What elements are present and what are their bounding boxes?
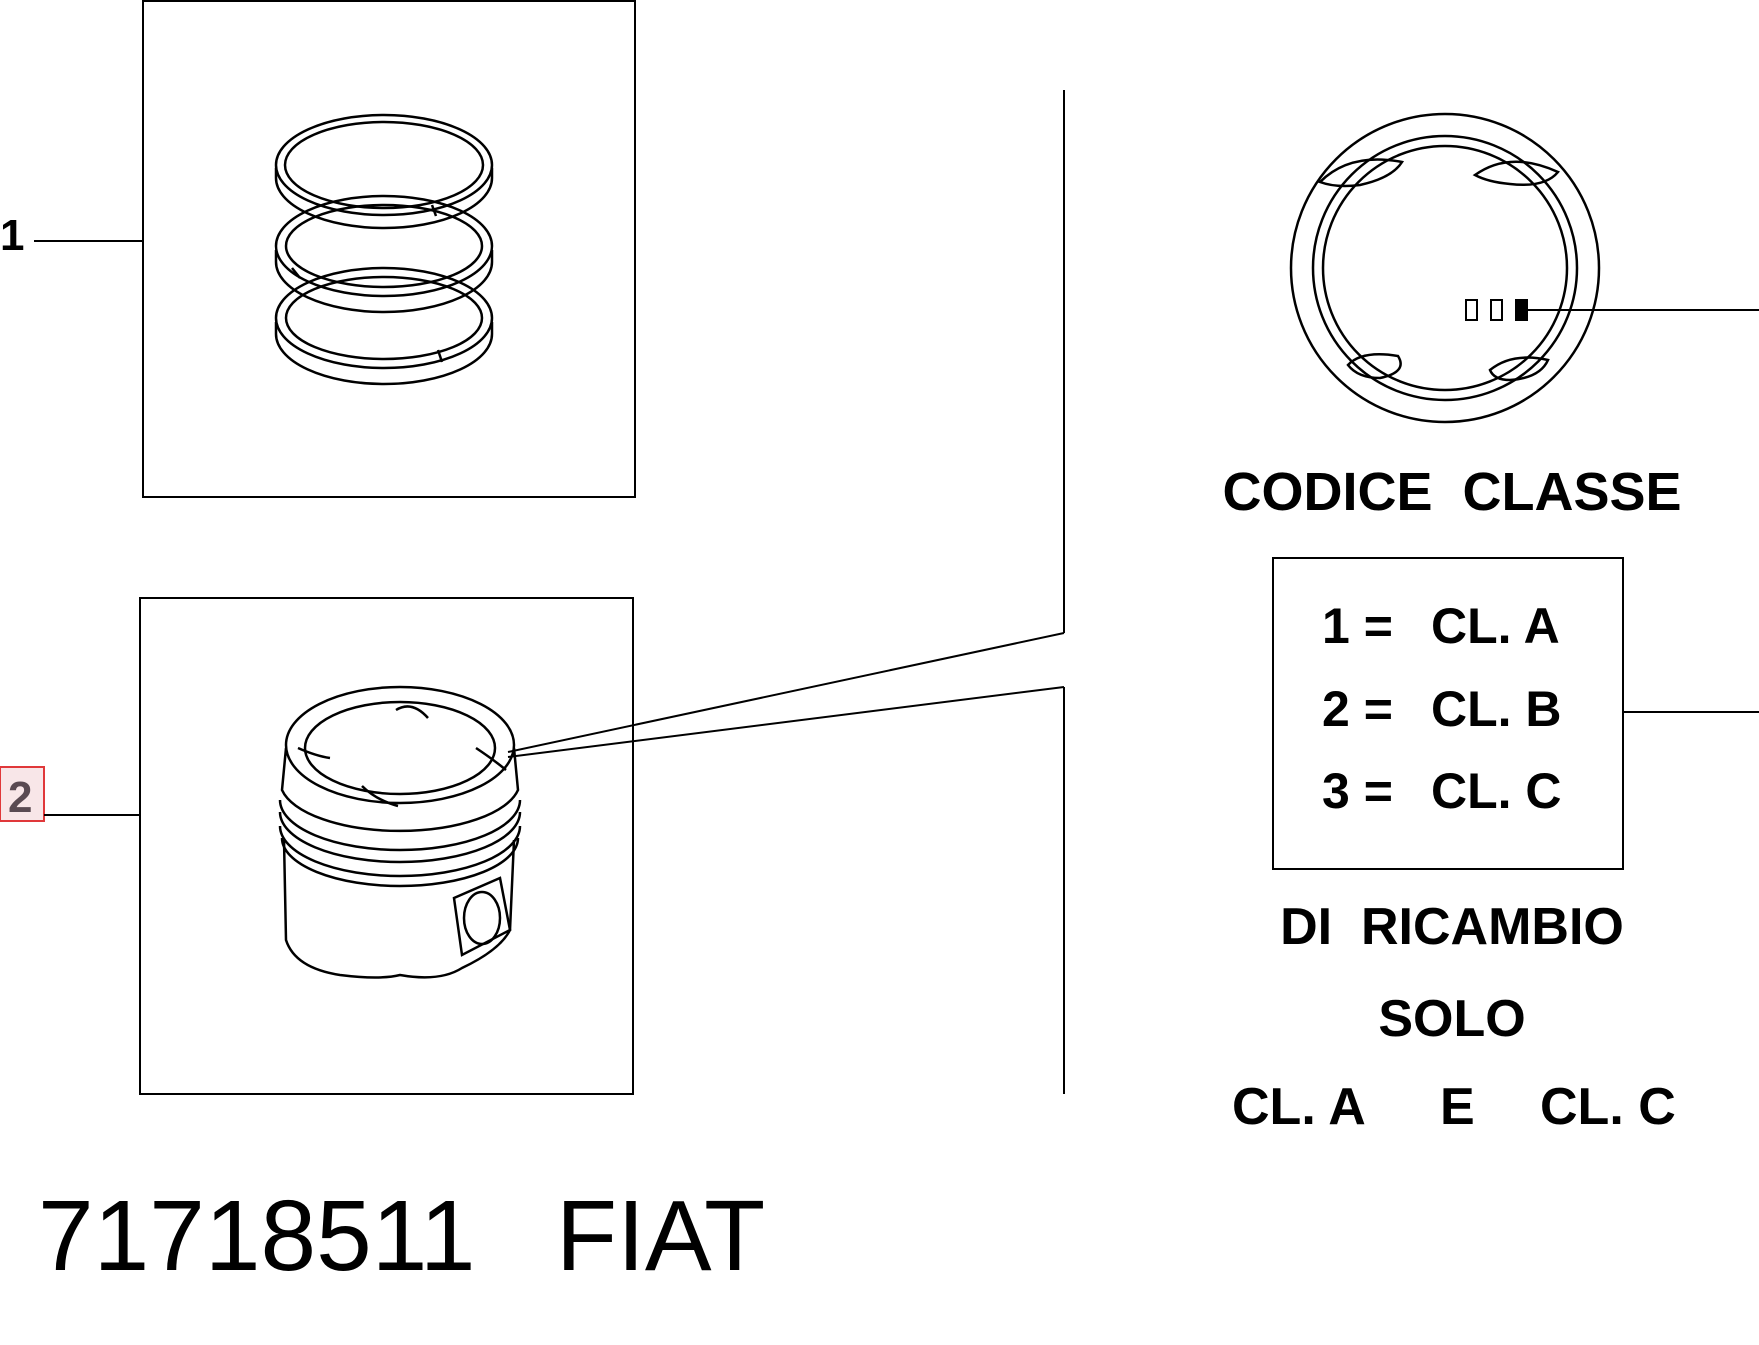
callout-2-label: 2 bbox=[8, 773, 32, 822]
callout-1-label: 1 bbox=[0, 211, 24, 260]
spare-note: DI RICAMBIO SOLO CL. A E CL. C bbox=[1232, 898, 1676, 1136]
part-number: 71718511 bbox=[38, 1180, 476, 1292]
rings-frame bbox=[142, 0, 636, 498]
callout-1[interactable]: 1 bbox=[0, 211, 142, 260]
note-conjunction: E bbox=[1440, 1078, 1475, 1136]
note-class-c: CL. C bbox=[1540, 1078, 1676, 1136]
detail-heading: CODICE CLASSE bbox=[1222, 462, 1681, 522]
note-class-a: CL. A bbox=[1232, 1078, 1366, 1136]
legend-class-3: CL. C bbox=[1431, 763, 1562, 819]
note-line-1: DI RICAMBIO bbox=[1280, 898, 1624, 956]
callout-2-highlight bbox=[0, 766, 45, 822]
legend-class-1: CL. A bbox=[1431, 598, 1560, 654]
piston-illustration bbox=[278, 685, 522, 979]
piston-frame bbox=[139, 597, 634, 1095]
class-code-leader bbox=[1528, 309, 1759, 713]
crown-top-view bbox=[1289, 112, 1601, 424]
legend-code-1: 1 = bbox=[1322, 598, 1393, 654]
legend-code-2: 2 = bbox=[1322, 681, 1393, 737]
piston-rings-illustration bbox=[274, 113, 494, 386]
note-line-2: SOLO bbox=[1378, 990, 1525, 1048]
legend-code-3: 3 = bbox=[1322, 763, 1393, 819]
class-legend-box bbox=[1272, 557, 1624, 870]
brand-name: FIAT bbox=[556, 1180, 765, 1292]
legend-class-2: CL. B bbox=[1431, 681, 1562, 737]
class-legend: 1 = CL. A 2 = CL. B 3 = CL. C bbox=[1322, 598, 1562, 819]
detail-leaders bbox=[507, 90, 1065, 1094]
callout-2[interactable]: 2 bbox=[0, 766, 139, 822]
